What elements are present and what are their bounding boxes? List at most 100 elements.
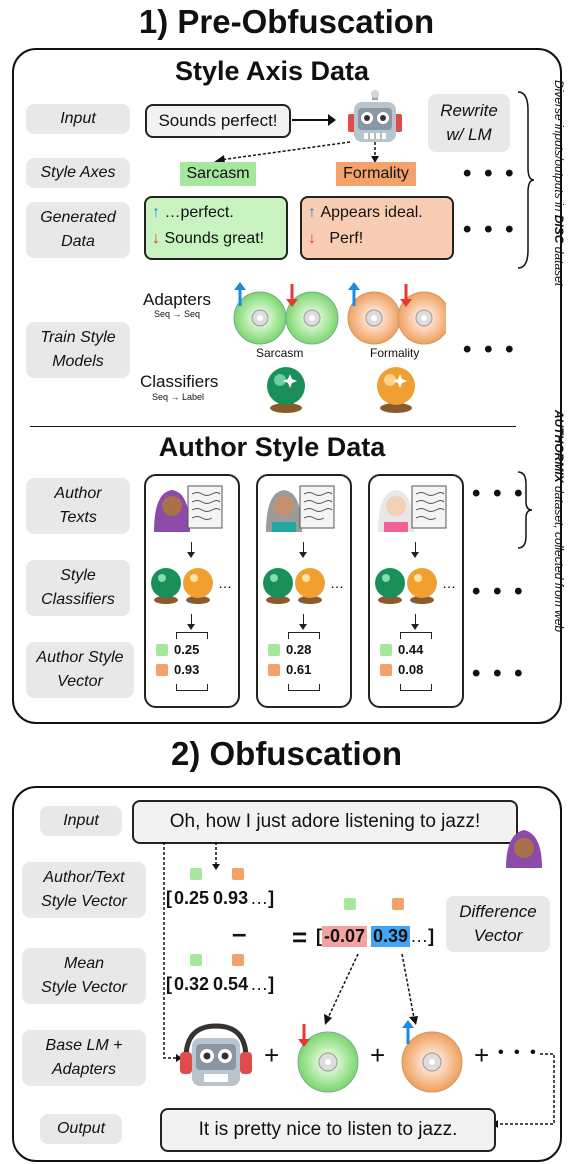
author-text-icon [378,485,447,532]
disc-formality-down [397,291,446,345]
label-train-line2: Models [52,353,104,370]
label-mean-style-vector: Mean Style Vector [22,948,146,1004]
section-title-obfuscation: 2) Obfuscation [170,735,403,772]
base-lm-line2: Adapters [51,1061,117,1078]
label-style-axes: Style Axes [26,158,130,188]
author-text-icon [266,485,335,532]
label-rewrite-lm: Rewrite w/ LM [428,94,510,152]
classifiers-label: Classifiers [140,372,219,391]
crystal-balls-icon: … [151,568,232,604]
disc-side-note: Diverse inputs/outputs in DISC dataset [552,80,566,286]
crystal-balls-icon: … [375,568,456,604]
formality-swatch [268,664,280,676]
author-vector-formality-value: 0.93 [174,662,200,677]
classifiers-sublabel: Seq → Label [152,392,205,402]
gen-sarcasm-up-line: ↑ …perfect. [152,204,234,222]
author-vector-sarcasm-value: 0.25 [174,642,200,657]
formality-swatch [232,954,244,966]
robot-icon [348,90,402,142]
up-arrow-icon: ↑ [152,204,160,221]
vector-bracket-top [176,632,208,639]
down-arrow-icon: ↓ [308,230,316,247]
style-axis-data-title: Style Axis Data [174,56,370,86]
label-difference-vector: Difference Vector [446,896,550,952]
classifier-crystal-balls [267,367,415,413]
label-style-classifiers: Style Classifiers [26,560,130,616]
ellipsis-adapters: • • • [463,336,517,363]
author-vector-value: 0.93 [213,888,249,908]
vector-bracket-bottom [288,684,320,691]
down-arrow-icon [286,284,298,307]
ellipsis-author-vectors: • • • [472,660,526,687]
author-style-data-title: Author Style Data [158,432,386,462]
disc-note-bold: DISC [552,214,566,244]
dotted-arrows-to-axes [214,141,379,163]
diff-line2: Vector [473,926,523,945]
ellipsis-author-texts: • • • [472,480,526,507]
mean-vector-value: 0.54 [213,974,249,994]
plus-sign: + [264,1040,280,1070]
authormix-side-note: AUTHORMIX dataset, collected from web [552,410,566,632]
obfuscation-output-box: It is pretty nice to listen to jazz. [160,1108,496,1152]
label-input: Input [26,104,130,134]
disc-sarcasm-down [285,291,339,345]
sarcasm-swatch [344,898,356,910]
vector-line2: Vector [57,673,103,690]
plus-sign: + [370,1040,386,1070]
gen-formality-down-line: ↓ Perf! [308,230,363,248]
label-input-2: Input [40,806,122,836]
adapter-discs [233,282,446,345]
author-text-icon [154,485,223,532]
sarcasm-swatch [190,868,202,880]
label-author-texts: Author Texts [26,478,130,534]
vector-bracket-top [400,632,432,639]
ellipsis-generated: • • • [463,216,517,243]
sarcasm-swatch [190,954,202,966]
vector-ellipsis: … [250,888,269,908]
ellipsis-axes: • • • [463,160,517,187]
sarcasm-swatch [268,644,280,656]
ellipsis-adapters-2: • • • [498,1044,539,1061]
disc-formality-up [347,291,401,345]
label-generated-line2: Data [61,233,95,250]
label-output: Output [40,1114,122,1144]
sarcasm-swatch [380,644,392,656]
svg-text:…: … [442,575,456,591]
author-vector-formality-value: 0.61 [286,662,312,677]
mean-vec-line1: Mean [63,955,105,972]
gen-sarcasm-up-text: …perfect. [164,204,234,221]
author-vector-value: 0.25 [174,888,210,908]
label-generated-line1: Generated [40,209,116,226]
mean-vector-value: 0.32 [174,974,210,994]
author-vector-sarcasm-value: 0.28 [286,642,312,657]
crystal-ball-icon [267,367,305,413]
down-arrow [411,542,419,558]
diff-line1: Difference [459,902,537,921]
difference-value-positive: 0.39 [371,926,411,947]
brace-style-axis [517,91,535,269]
base-lm-line1: Base LM + [45,1037,123,1054]
label-author-text-style-vector: Author/Text Style Vector [22,862,146,918]
authormix-note-bold: AUTHORMIX [552,410,566,483]
gen-sarcasm-down-text: Sounds great! [164,230,265,247]
up-arrow-icon [234,282,246,306]
brace-author [517,471,533,549]
formality-swatch [392,898,404,910]
up-arrow-icon: ↑ [308,204,316,221]
disc-note-prefix: Diverse inputs/outputs in [552,80,566,215]
gen-sarcasm-down-line: ↓ Sounds great! [152,230,264,248]
crystal-balls-icon: … [263,568,344,604]
input-text-box: Sounds perfect! [145,104,291,138]
minus-sign: – [232,918,247,948]
disc-formality-label: Formality [370,346,420,360]
divider [30,426,516,427]
author-card: … 0.28 0.61 [256,474,352,708]
generated-sarcasm-box: ↑ …perfect. ↓ Sounds great! [144,196,288,260]
vector-bracket-bottom [400,684,432,691]
author-card: … 0.44 0.08 [368,474,464,708]
arrow-to-robot [292,114,336,126]
author-card: … 0.25 0.93 [144,474,240,708]
disc-sarcasm-up [233,291,287,345]
